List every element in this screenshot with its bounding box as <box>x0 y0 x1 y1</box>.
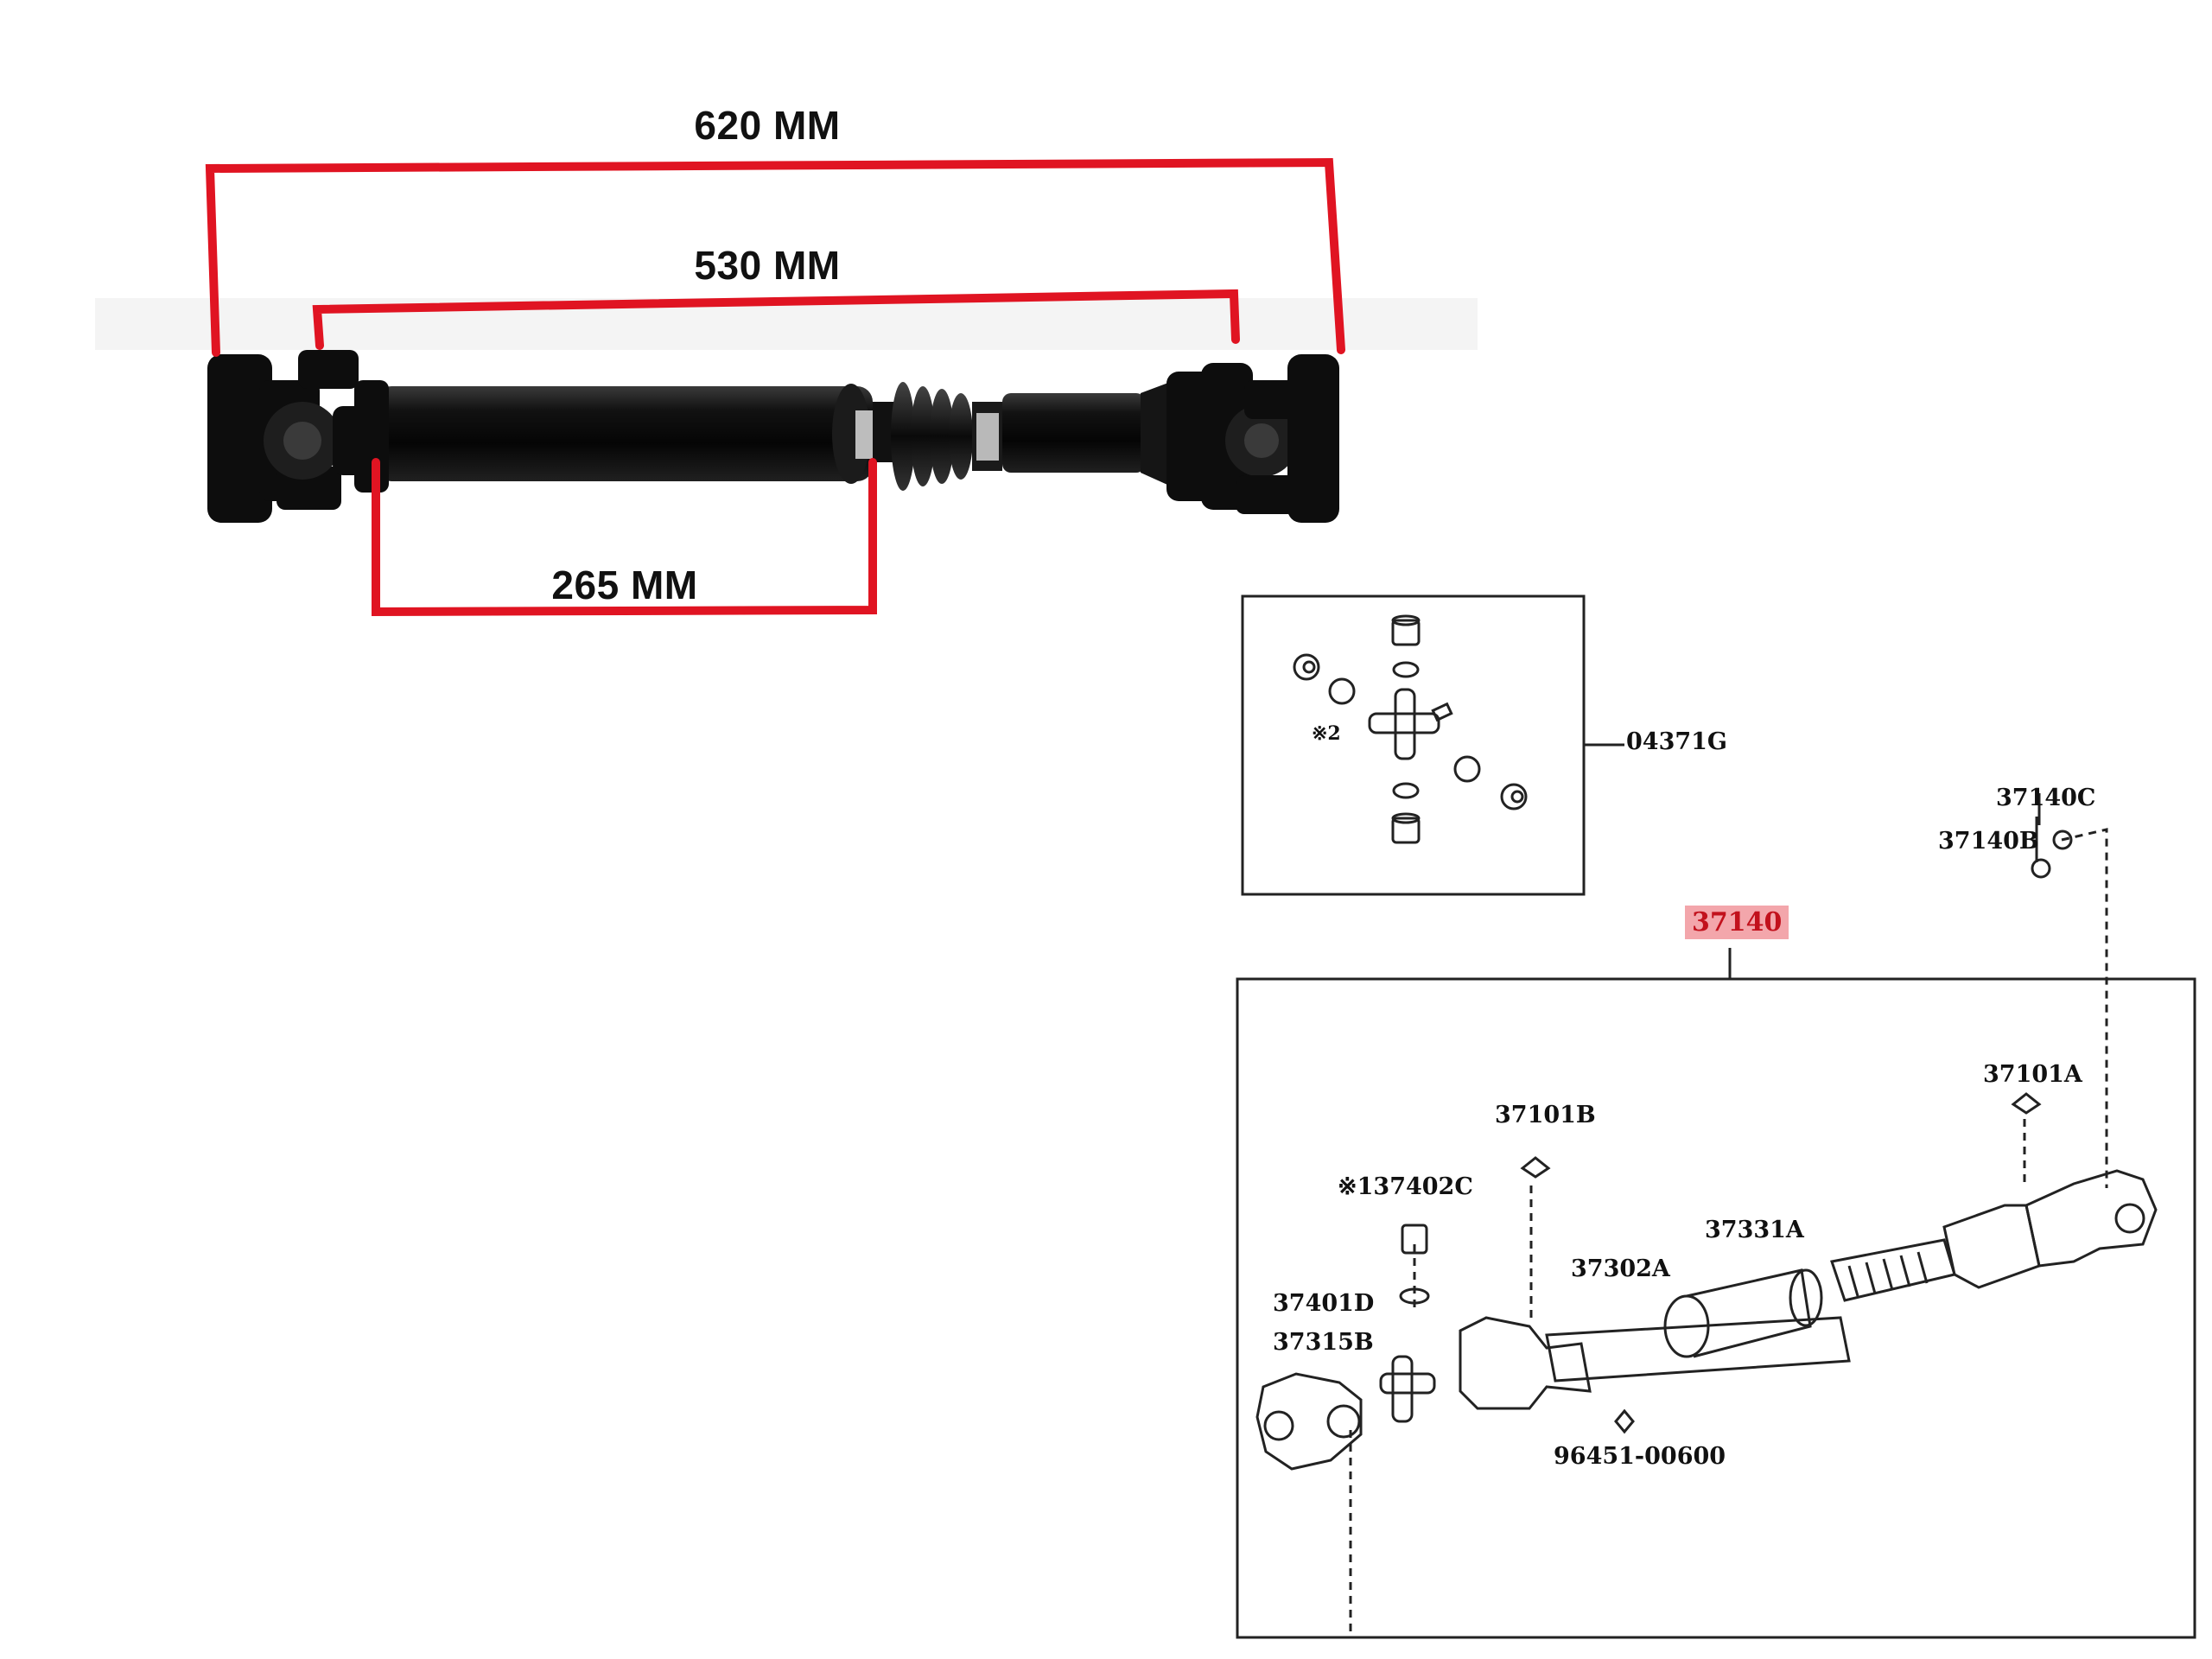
part-label-repair-kit: 04371G <box>1626 728 1727 755</box>
dimension-label-joint-span: 530 MM <box>694 243 841 288</box>
part-label-tube-yoke: 37302A <box>1571 1255 1670 1282</box>
part-label-spider-seal: 37401D <box>1273 1290 1375 1317</box>
dimension-label-overall: 620 MM <box>694 103 841 148</box>
part-label-kit-spider-note: ※2 <box>1312 722 1341 745</box>
part-label-rear-yoke-plug: 37101B <box>1495 1102 1596 1128</box>
slip-yoke-part <box>1830 1169 2158 1302</box>
part-label-flange-nut: 37140C <box>1996 785 2096 811</box>
part-label-front-yoke-plug: 37101A <box>1983 1061 2082 1088</box>
kit-bearing-cups <box>1293 614 1528 844</box>
dimension-line-joint-span <box>312 289 1240 350</box>
shaft-dust-boot <box>873 382 1002 491</box>
part-label-dust-boot: 37331A <box>1705 1217 1804 1243</box>
part-label-flange-yoke: 37315B <box>1273 1329 1374 1356</box>
part-label-grease-fitting: 96451-00600 <box>1554 1443 1726 1470</box>
assembly-box <box>1236 977 2196 1639</box>
part-label-lock-washer: 37140B <box>1938 828 2039 855</box>
part-label-snap-ring-bearing: ※137402C <box>1338 1173 1473 1200</box>
dimension-line-tube-section <box>372 458 877 617</box>
left-universal-joint <box>207 350 389 523</box>
dust-boot-part <box>1663 1268 1823 1358</box>
assembly-spider-part <box>1379 1355 1436 1423</box>
part-label-highlighted-assembly[interactable]: 37140 <box>1685 906 1789 939</box>
right-universal-joint <box>1166 354 1339 523</box>
kit-spider-cross <box>1368 688 1453 760</box>
flange-nut-part <box>2031 793 2073 879</box>
tube-yoke-part <box>1459 1316 1851 1434</box>
dimension-line-overall <box>205 157 1345 357</box>
dimension-label-tube-section: 265 MM <box>551 563 698 607</box>
flange-yoke-part <box>1255 1372 1363 1471</box>
